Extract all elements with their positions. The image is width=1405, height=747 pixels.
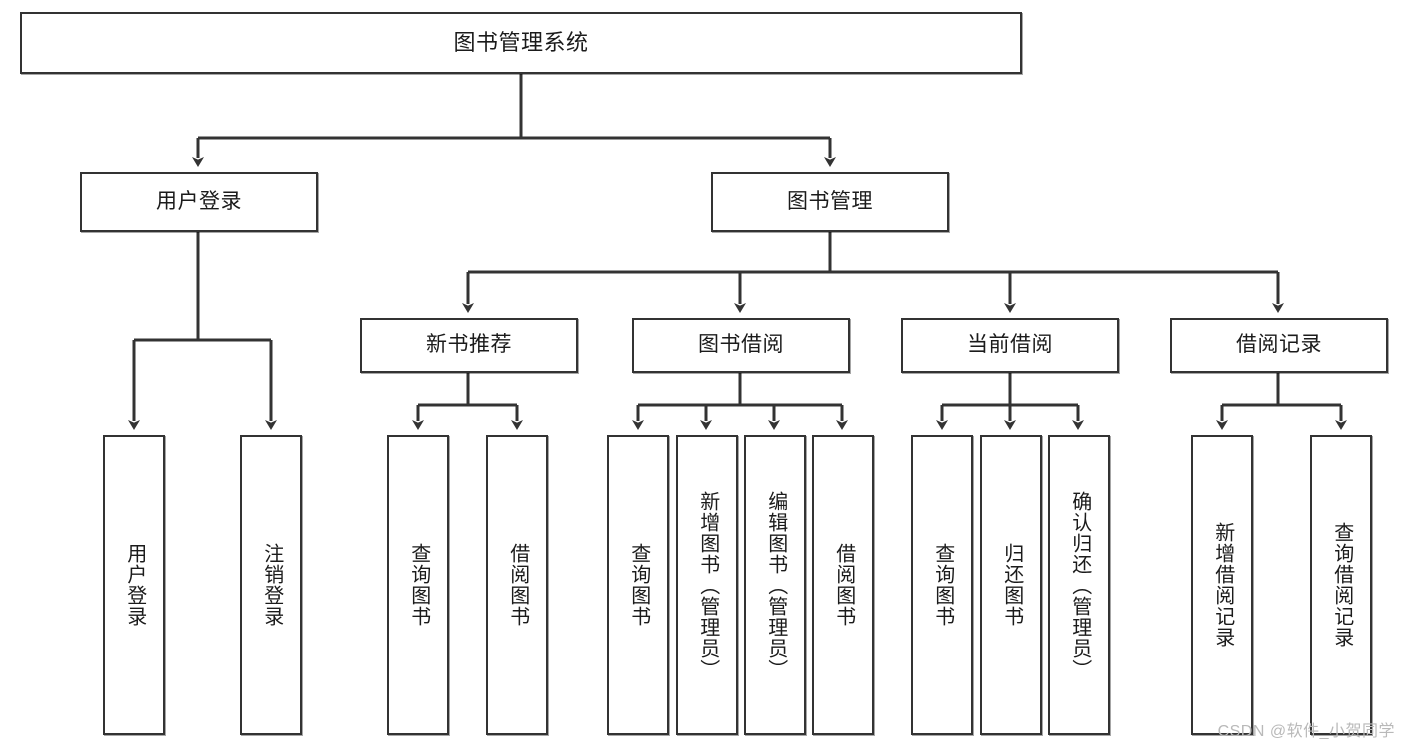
node-label: 图书管理 <box>787 189 873 213</box>
node-leaf-query-borrow-record[interactable]: 查询借阅记录 <box>1310 435 1372 735</box>
node-label: 图书借阅 <box>698 333 784 357</box>
node-leaf-borrow-book-1[interactable]: 借阅图书 <box>486 435 548 735</box>
node-leaf-user-login[interactable]: 用户登录 <box>103 435 165 735</box>
node-label: 查询图书 <box>627 543 650 627</box>
node-label: 查询图书 <box>407 543 430 627</box>
node-leaf-confirm-return-admin[interactable]: 确认归还（管理员） <box>1048 435 1110 735</box>
node-label: 编辑图书（管理员） <box>764 490 787 680</box>
node-label: 确认归还（管理员） <box>1068 490 1091 680</box>
node-label: 借阅记录 <box>1236 333 1322 357</box>
node-label: 查询图书 <box>931 543 954 627</box>
node-leaf-query-book-3[interactable]: 查询图书 <box>911 435 973 735</box>
csdn-watermark: CSDN @软件_小贺同学 <box>1217 723 1395 740</box>
node-leaf-borrow-book-2[interactable]: 借阅图书 <box>812 435 874 735</box>
node-leaf-query-book-2[interactable]: 查询图书 <box>607 435 669 735</box>
node-label: 注销登录 <box>260 543 283 627</box>
node-leaf-edit-book-admin[interactable]: 编辑图书（管理员） <box>744 435 806 735</box>
node-leaf-user-logout[interactable]: 注销登录 <box>240 435 302 735</box>
node-label: 查询借阅记录 <box>1330 522 1353 648</box>
node-label: 新增图书（管理员） <box>696 490 719 680</box>
node-leaf-add-borrow-record[interactable]: 新增借阅记录 <box>1191 435 1253 735</box>
node-new-book-recommend[interactable]: 新书推荐 <box>360 318 578 373</box>
node-current-borrow[interactable]: 当前借阅 <box>901 318 1119 373</box>
node-label: 借阅图书 <box>832 543 855 627</box>
node-label: 新增借阅记录 <box>1211 522 1234 648</box>
node-label: 用户登录 <box>156 189 242 213</box>
node-label: 归还图书 <box>1000 543 1023 627</box>
node-user-login[interactable]: 用户登录 <box>80 172 318 232</box>
node-book-borrow[interactable]: 图书借阅 <box>632 318 850 373</box>
node-leaf-return-book[interactable]: 归还图书 <box>980 435 1042 735</box>
node-label: 借阅图书 <box>506 543 529 627</box>
node-leaf-add-book-admin[interactable]: 新增图书（管理员） <box>676 435 738 735</box>
node-label: 当前借阅 <box>967 333 1053 357</box>
node-borrow-record[interactable]: 借阅记录 <box>1170 318 1388 373</box>
node-root-system[interactable]: 图书管理系统 <box>20 12 1022 74</box>
node-book-manage[interactable]: 图书管理 <box>711 172 949 232</box>
node-label: 图书管理系统 <box>453 30 589 56</box>
node-label: 用户登录 <box>123 543 146 627</box>
node-label: 新书推荐 <box>426 333 512 357</box>
node-leaf-query-book-1[interactable]: 查询图书 <box>387 435 449 735</box>
